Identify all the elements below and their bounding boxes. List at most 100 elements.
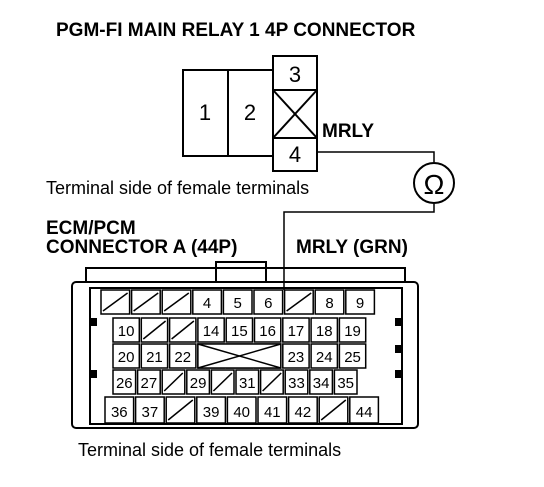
svg-text:9: 9	[356, 295, 364, 312]
ecm-empty-cavity	[161, 369, 186, 395]
ecm-latch	[215, 261, 267, 283]
ecm-terminal-44: 44	[349, 396, 380, 424]
ecm-terminal-19: 19	[338, 317, 367, 343]
ohmmeter-symbol: Ω	[424, 169, 445, 200]
ecm-terminal-27: 27	[136, 369, 161, 395]
ecm-empty-cavity	[283, 289, 314, 315]
ecm-terminal-25: 25	[338, 343, 367, 369]
ecm-terminal-9: 9	[345, 289, 376, 315]
svg-text:10: 10	[118, 323, 135, 340]
svg-text:8: 8	[325, 295, 333, 312]
ecm-outer-shell	[71, 281, 419, 429]
svg-text:42: 42	[295, 404, 312, 421]
svg-text:31: 31	[239, 375, 256, 392]
ecm-terminal-26: 26	[112, 369, 137, 395]
svg-text:19: 19	[344, 323, 361, 340]
svg-text:25: 25	[344, 349, 361, 366]
ecm-empty-cavity	[130, 289, 161, 315]
svg-text:15: 15	[231, 323, 248, 340]
svg-text:24: 24	[316, 349, 333, 366]
ecm-terminal-35: 35	[333, 369, 358, 395]
svg-text:14: 14	[203, 323, 220, 340]
ecm-wire-label: MRLY (GRN)	[296, 237, 408, 258]
svg-text:41: 41	[264, 404, 281, 421]
ecm-terminal-14: 14	[197, 317, 225, 343]
relay-terminal-4: 4	[289, 142, 301, 167]
ecm-terminal-21: 21	[140, 343, 169, 369]
test-leads: Ω	[283, 151, 455, 290]
relay-terminal-1: 1	[199, 100, 211, 125]
ecm-terminal-33: 33	[284, 369, 309, 395]
svg-text:6: 6	[264, 295, 272, 312]
ecm-terminal-41: 41	[257, 396, 288, 424]
ecm-empty-cavity	[318, 396, 349, 424]
svg-text:26: 26	[116, 375, 133, 392]
ecm-terminal-34: 34	[309, 369, 334, 395]
relay-wire-label: MRLY	[322, 121, 374, 142]
ecm-terminal-10: 10	[112, 317, 141, 343]
svg-text:22: 22	[174, 349, 191, 366]
relay-terminal-3: 3	[289, 62, 301, 87]
ecm-empty-cavity	[161, 289, 192, 315]
svg-text:35: 35	[337, 375, 354, 392]
svg-text:18: 18	[316, 323, 333, 340]
ecm-outer-hood	[85, 267, 406, 282]
ecm-terminal-24: 24	[310, 343, 339, 369]
svg-text:36: 36	[111, 404, 128, 421]
ecm-terminal-39: 39	[196, 396, 227, 424]
svg-text:33: 33	[288, 375, 305, 392]
ecm-terminal-16: 16	[253, 317, 282, 343]
ecm-terminal-grid: 4 5 6 8 9 10 14 15 16 17 18 19 20 21 22 23 24 25 26 27 29 31 3…	[100, 289, 380, 424]
ecm-blocked-area	[197, 343, 282, 369]
ecm-terminal-15: 15	[225, 317, 254, 343]
svg-text:29: 29	[190, 375, 207, 392]
ecm-terminal-42: 42	[287, 396, 318, 424]
diagram-title: PGM-FI MAIN RELAY 1 4P CONNECTOR	[56, 20, 416, 41]
ecm-terminal-5: 5	[222, 289, 253, 315]
relay-right-column	[272, 55, 318, 172]
ecm-terminal-36: 36	[104, 396, 135, 424]
svg-text:20: 20	[118, 349, 135, 366]
relay-caption: Terminal side of female terminals	[46, 178, 309, 198]
ecm-terminal-8: 8	[314, 289, 345, 315]
svg-text:16: 16	[259, 323, 276, 340]
ecm-terminal-40: 40	[226, 396, 257, 424]
svg-text:5: 5	[234, 295, 242, 312]
ecm-terminal-23: 23	[282, 343, 310, 369]
ecm-terminal-18: 18	[310, 317, 339, 343]
svg-text:39: 39	[203, 404, 220, 421]
ohmmeter-icon	[413, 162, 455, 204]
svg-text:27: 27	[141, 375, 158, 392]
ecm-empty-cavity	[140, 317, 169, 343]
relay-terminal-2: 2	[244, 100, 256, 125]
relay-connector: 1 2 3 4	[182, 55, 318, 172]
svg-text:37: 37	[142, 404, 159, 421]
ecm-empty-cavity	[210, 369, 235, 395]
ecm-terminal-20: 20	[112, 343, 141, 369]
ecm-terminal-37: 37	[134, 396, 165, 424]
svg-text:23: 23	[288, 349, 305, 366]
ecm-title-line1: ECM/PCM	[46, 218, 136, 239]
ecm-terminal-29: 29	[186, 369, 211, 395]
ecm-caption: Terminal side of female terminals	[78, 440, 341, 460]
ecm-terminal-4: 4	[192, 289, 223, 315]
ecm-terminal-22: 22	[168, 343, 197, 369]
svg-text:4: 4	[203, 295, 211, 312]
ecm-terminal-17: 17	[282, 317, 310, 343]
svg-text:44: 44	[356, 404, 373, 421]
ecm-connector: 4 5 6 8 9 10 14 15 16 17 18 19 20 21 22 23 24 25 26 27 29 31 3…	[71, 261, 419, 429]
ecm-terminal-31: 31	[235, 369, 260, 395]
ecm-empty-cavity	[100, 289, 131, 315]
ecm-empty-cavity	[259, 369, 284, 395]
ecm-inner-shell	[89, 287, 403, 425]
svg-text:17: 17	[288, 323, 305, 340]
ecm-terminal-6: 6	[253, 289, 284, 315]
svg-text:34: 34	[313, 375, 330, 392]
ecm-empty-cavity	[165, 396, 196, 424]
svg-text:40: 40	[233, 404, 250, 421]
svg-text:21: 21	[146, 349, 163, 366]
ecm-empty-cavity	[168, 317, 197, 343]
ecm-title-line2: CONNECTOR A (44P)	[46, 237, 237, 258]
